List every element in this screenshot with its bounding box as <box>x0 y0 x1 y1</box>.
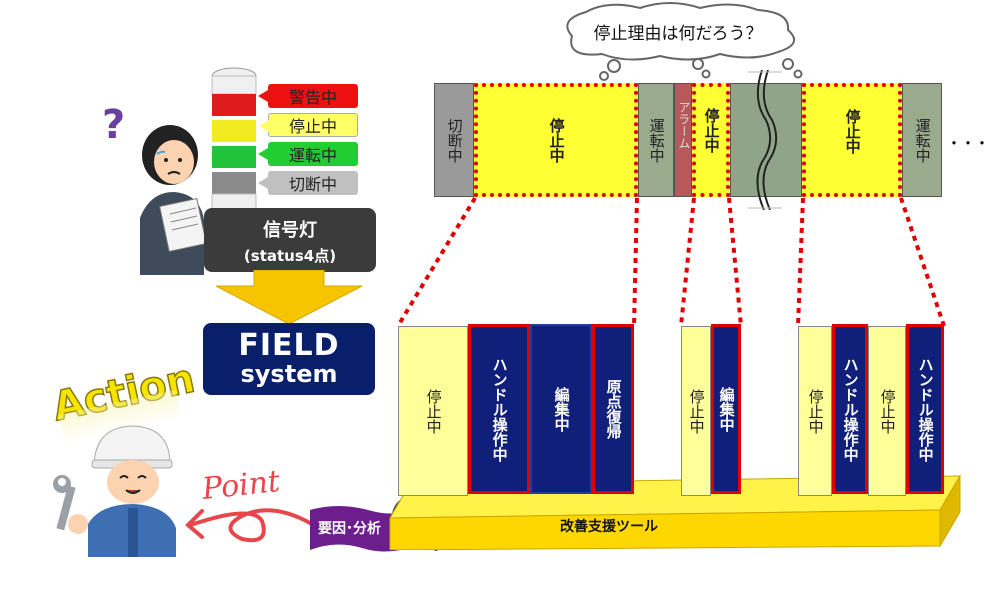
analysis-tag-shape <box>310 506 414 552</box>
thought-bubble-text: 停止理由は何だろう？ <box>593 24 763 44</box>
bar-g3-handle-1: ハンドル操作中 <box>832 324 868 494</box>
timeline-seg-running-2: 運転中 <box>902 83 942 197</box>
seg-run1-text: 運転中 <box>647 117 666 163</box>
bar-g2-edit-text: 編集中 <box>717 386 736 432</box>
bar-g1-origin-text: 原点復帰 <box>604 379 623 439</box>
seg-stop2-text: 停止中 <box>702 107 721 153</box>
field-system-logo: FIELD system <box>203 323 375 395</box>
seg-stop3-text: 停止中 <box>843 108 862 154</box>
down-arrow-icon <box>215 270 363 325</box>
light-label-stopped: 停止中 <box>259 113 358 137</box>
seg-run2-text: 運転中 <box>913 117 932 163</box>
timeline-seg-running-1: 運転中 <box>638 83 674 197</box>
light-label-warning: 警告中 <box>258 84 358 108</box>
bar-g3-stopped-2-text: 停止中 <box>878 388 897 434</box>
seg-cut-text: 切断中 <box>445 117 464 163</box>
bar-g3-stopped-2: 停止中 <box>868 326 906 496</box>
field-logo-line2: system <box>240 360 338 388</box>
bar-g3-handle-2: ハンドル操作中 <box>906 324 944 494</box>
bar-g1-stopped-text: 停止中 <box>424 388 443 434</box>
bar-g3-stopped-1: 停止中 <box>798 326 832 496</box>
point-arrow-icon <box>185 508 312 543</box>
bar-g3-handle-2-text: ハンドル操作中 <box>916 356 935 462</box>
bar-g1-edit: 編集中 <box>530 324 592 494</box>
timeline-seg-stopped-2: 停止中 <box>692 83 730 197</box>
thought-bubble-shape <box>566 2 803 81</box>
question-mark-icon: ? <box>102 102 125 148</box>
worker-illustration: ? <box>102 102 207 275</box>
seg-stop1-text: 停止中 <box>547 117 566 163</box>
timeline-break-icon <box>748 70 782 210</box>
field-logo-line1: FIELD <box>238 328 340 363</box>
bar-g2-edit: 編集中 <box>711 324 741 494</box>
seg-alarm-text: アラーム <box>676 101 691 149</box>
signal-light-box: 信号灯 (status4点) <box>204 208 376 272</box>
bar-g1-stopped: 停止中 <box>398 326 468 496</box>
bar-g1-handle: ハンドル操作中 <box>468 324 530 494</box>
bar-g2-stopped: 停止中 <box>681 326 711 496</box>
helmet-worker-illustration <box>53 425 176 557</box>
signal-subtitle: (status4点) <box>243 247 337 265</box>
bar-g1-edit-text: 編集中 <box>552 386 571 432</box>
bar-g3-stopped-1-text: 停止中 <box>806 388 825 434</box>
timeline-seg-disconnected: 切断中 <box>434 83 474 197</box>
bar-g3-handle-1-text: ハンドル操作中 <box>841 356 860 462</box>
bar-g1-origin: 原点復帰 <box>592 324 634 494</box>
timeline-seg-alarm: アラーム <box>674 83 692 197</box>
timeline-seg-stopped-1: 停止中 <box>474 83 638 197</box>
analysis-tag-label: 要因･分析 <box>318 521 381 537</box>
tool-label: 改善支援ツール <box>560 519 658 535</box>
timeline-ellipsis: ・・・ <box>946 134 990 153</box>
light-label-disconnected: 切断中 <box>258 171 358 195</box>
bar-g2-stopped-text: 停止中 <box>687 388 706 434</box>
timeline-seg-stopped-3: 停止中 <box>802 83 902 197</box>
bar-g1-handle-text: ハンドル操作中 <box>490 356 509 462</box>
timeline-seg-break <box>730 83 802 197</box>
wrench-icon <box>53 475 76 531</box>
signal-title: 信号灯 <box>263 220 317 241</box>
light-label-running: 運転中 <box>258 142 358 166</box>
